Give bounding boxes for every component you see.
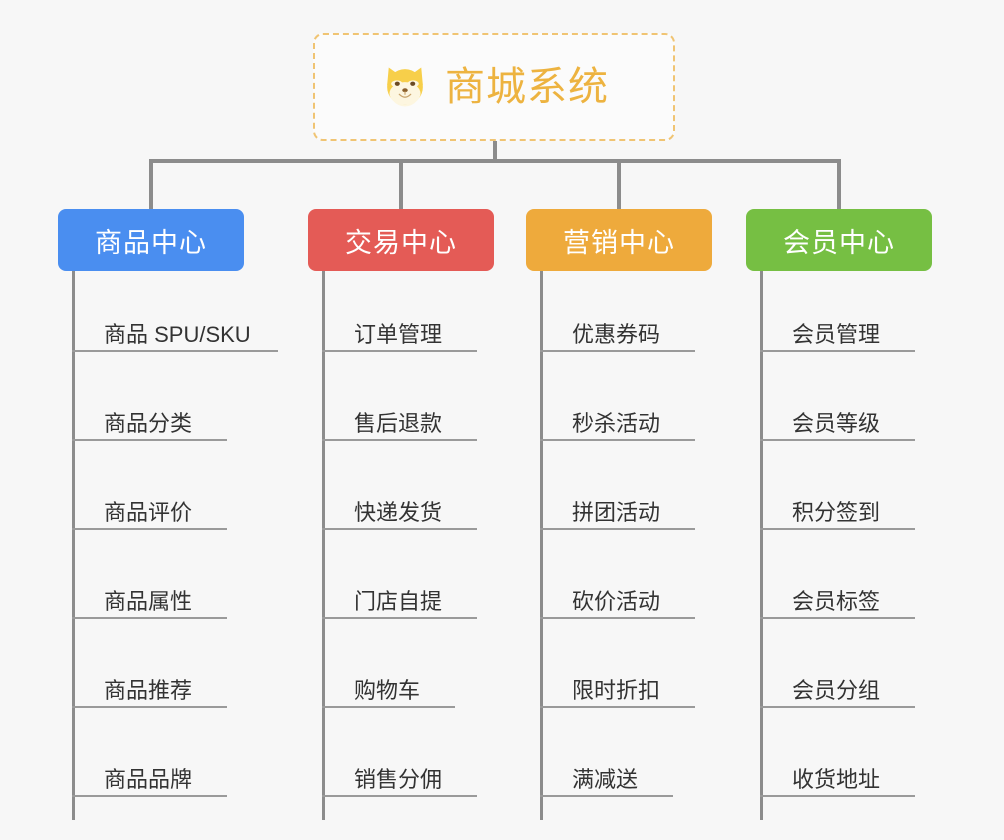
leaf-underline	[760, 706, 915, 708]
leaf-underline	[72, 528, 227, 530]
leaf-underline	[322, 350, 477, 352]
leaf-underline	[322, 439, 477, 441]
leaf-label: 积分签到	[792, 500, 881, 525]
leaf-underline	[322, 795, 477, 797]
branch-spine-1	[72, 271, 75, 820]
leaf-label: 收货地址	[792, 767, 881, 792]
leaf-label: 商品推荐	[104, 678, 193, 703]
root-title: 商城系统	[445, 65, 609, 109]
branch-header-label: 商品中心	[95, 227, 207, 258]
leaf-label: 秒杀活动	[572, 411, 661, 436]
leaf-label: 商品 SPU/SKU	[104, 322, 251, 347]
branch-spine-2	[322, 271, 325, 820]
leaf-underline	[540, 617, 695, 619]
leaf-label: 快递发货	[354, 500, 443, 525]
leaf-label: 会员管理	[792, 322, 881, 347]
leaf-underline	[760, 617, 915, 619]
connector-bus-to-branch-4	[837, 159, 841, 211]
leaf-label: 商品分类	[104, 411, 193, 436]
leaf-underline	[540, 795, 673, 797]
branch-spine-3	[540, 271, 543, 820]
branch-header-yingxiao-zhongxin[interactable]: 营销中心	[526, 209, 712, 271]
leaf-underline	[760, 439, 915, 441]
branch-header-label: 营销中心	[563, 227, 675, 258]
connector-bus-to-branch-3	[617, 159, 621, 211]
leaf-label: 满减送	[572, 767, 639, 792]
leaf-label: 商品品牌	[104, 767, 193, 792]
leaf-label: 购物车	[354, 678, 421, 703]
connector-bus-to-branch-2	[399, 159, 403, 211]
branch-header-shangpin-zhongxin[interactable]: 商品中心	[58, 209, 244, 271]
leaf-label: 商品属性	[104, 589, 193, 614]
leaf-label: 砍价活动	[572, 589, 661, 614]
leaf-label: 限时折扣	[572, 678, 661, 703]
leaf-underline	[72, 795, 227, 797]
leaf-underline	[760, 528, 915, 530]
leaf-label: 订单管理	[354, 322, 443, 347]
branch-header-huiyuan-zhongxin[interactable]: 会员中心	[746, 209, 932, 271]
leaf-label: 会员等级	[792, 411, 881, 436]
branch-header-jiaoyi-zhongxin[interactable]: 交易中心	[308, 209, 494, 271]
root-node[interactable]: 商城系统	[313, 33, 675, 141]
connector-root-down	[493, 141, 497, 161]
shiba-dog-face-icon	[379, 61, 431, 113]
leaf-label: 会员标签	[792, 589, 881, 614]
leaf-label: 会员分组	[792, 678, 881, 703]
branch-header-label: 交易中心	[345, 227, 457, 258]
leaf-label: 门店自提	[354, 589, 443, 614]
leaf-underline	[322, 617, 477, 619]
branch-spine-4	[760, 271, 763, 820]
leaf-underline	[72, 706, 227, 708]
leaf-underline	[72, 617, 227, 619]
leaf-underline	[540, 528, 695, 530]
connector-horizontal-bus	[149, 159, 841, 163]
leaf-label: 拼团活动	[572, 500, 661, 525]
connector-bus-to-branch-1	[149, 159, 153, 211]
branch-header-label: 会员中心	[783, 227, 895, 258]
leaf-underline	[72, 350, 278, 352]
leaf-underline	[322, 706, 455, 708]
leaf-underline	[540, 439, 695, 441]
leaf-underline	[760, 350, 915, 352]
leaf-label: 商品评价	[104, 500, 193, 525]
leaf-underline	[72, 439, 227, 441]
leaf-underline	[760, 795, 915, 797]
leaf-label: 优惠券码	[572, 322, 661, 347]
leaf-label: 销售分佣	[354, 767, 443, 792]
leaf-underline	[322, 528, 477, 530]
leaf-underline	[540, 350, 695, 352]
leaf-underline	[540, 706, 695, 708]
leaf-label: 售后退款	[354, 411, 443, 436]
